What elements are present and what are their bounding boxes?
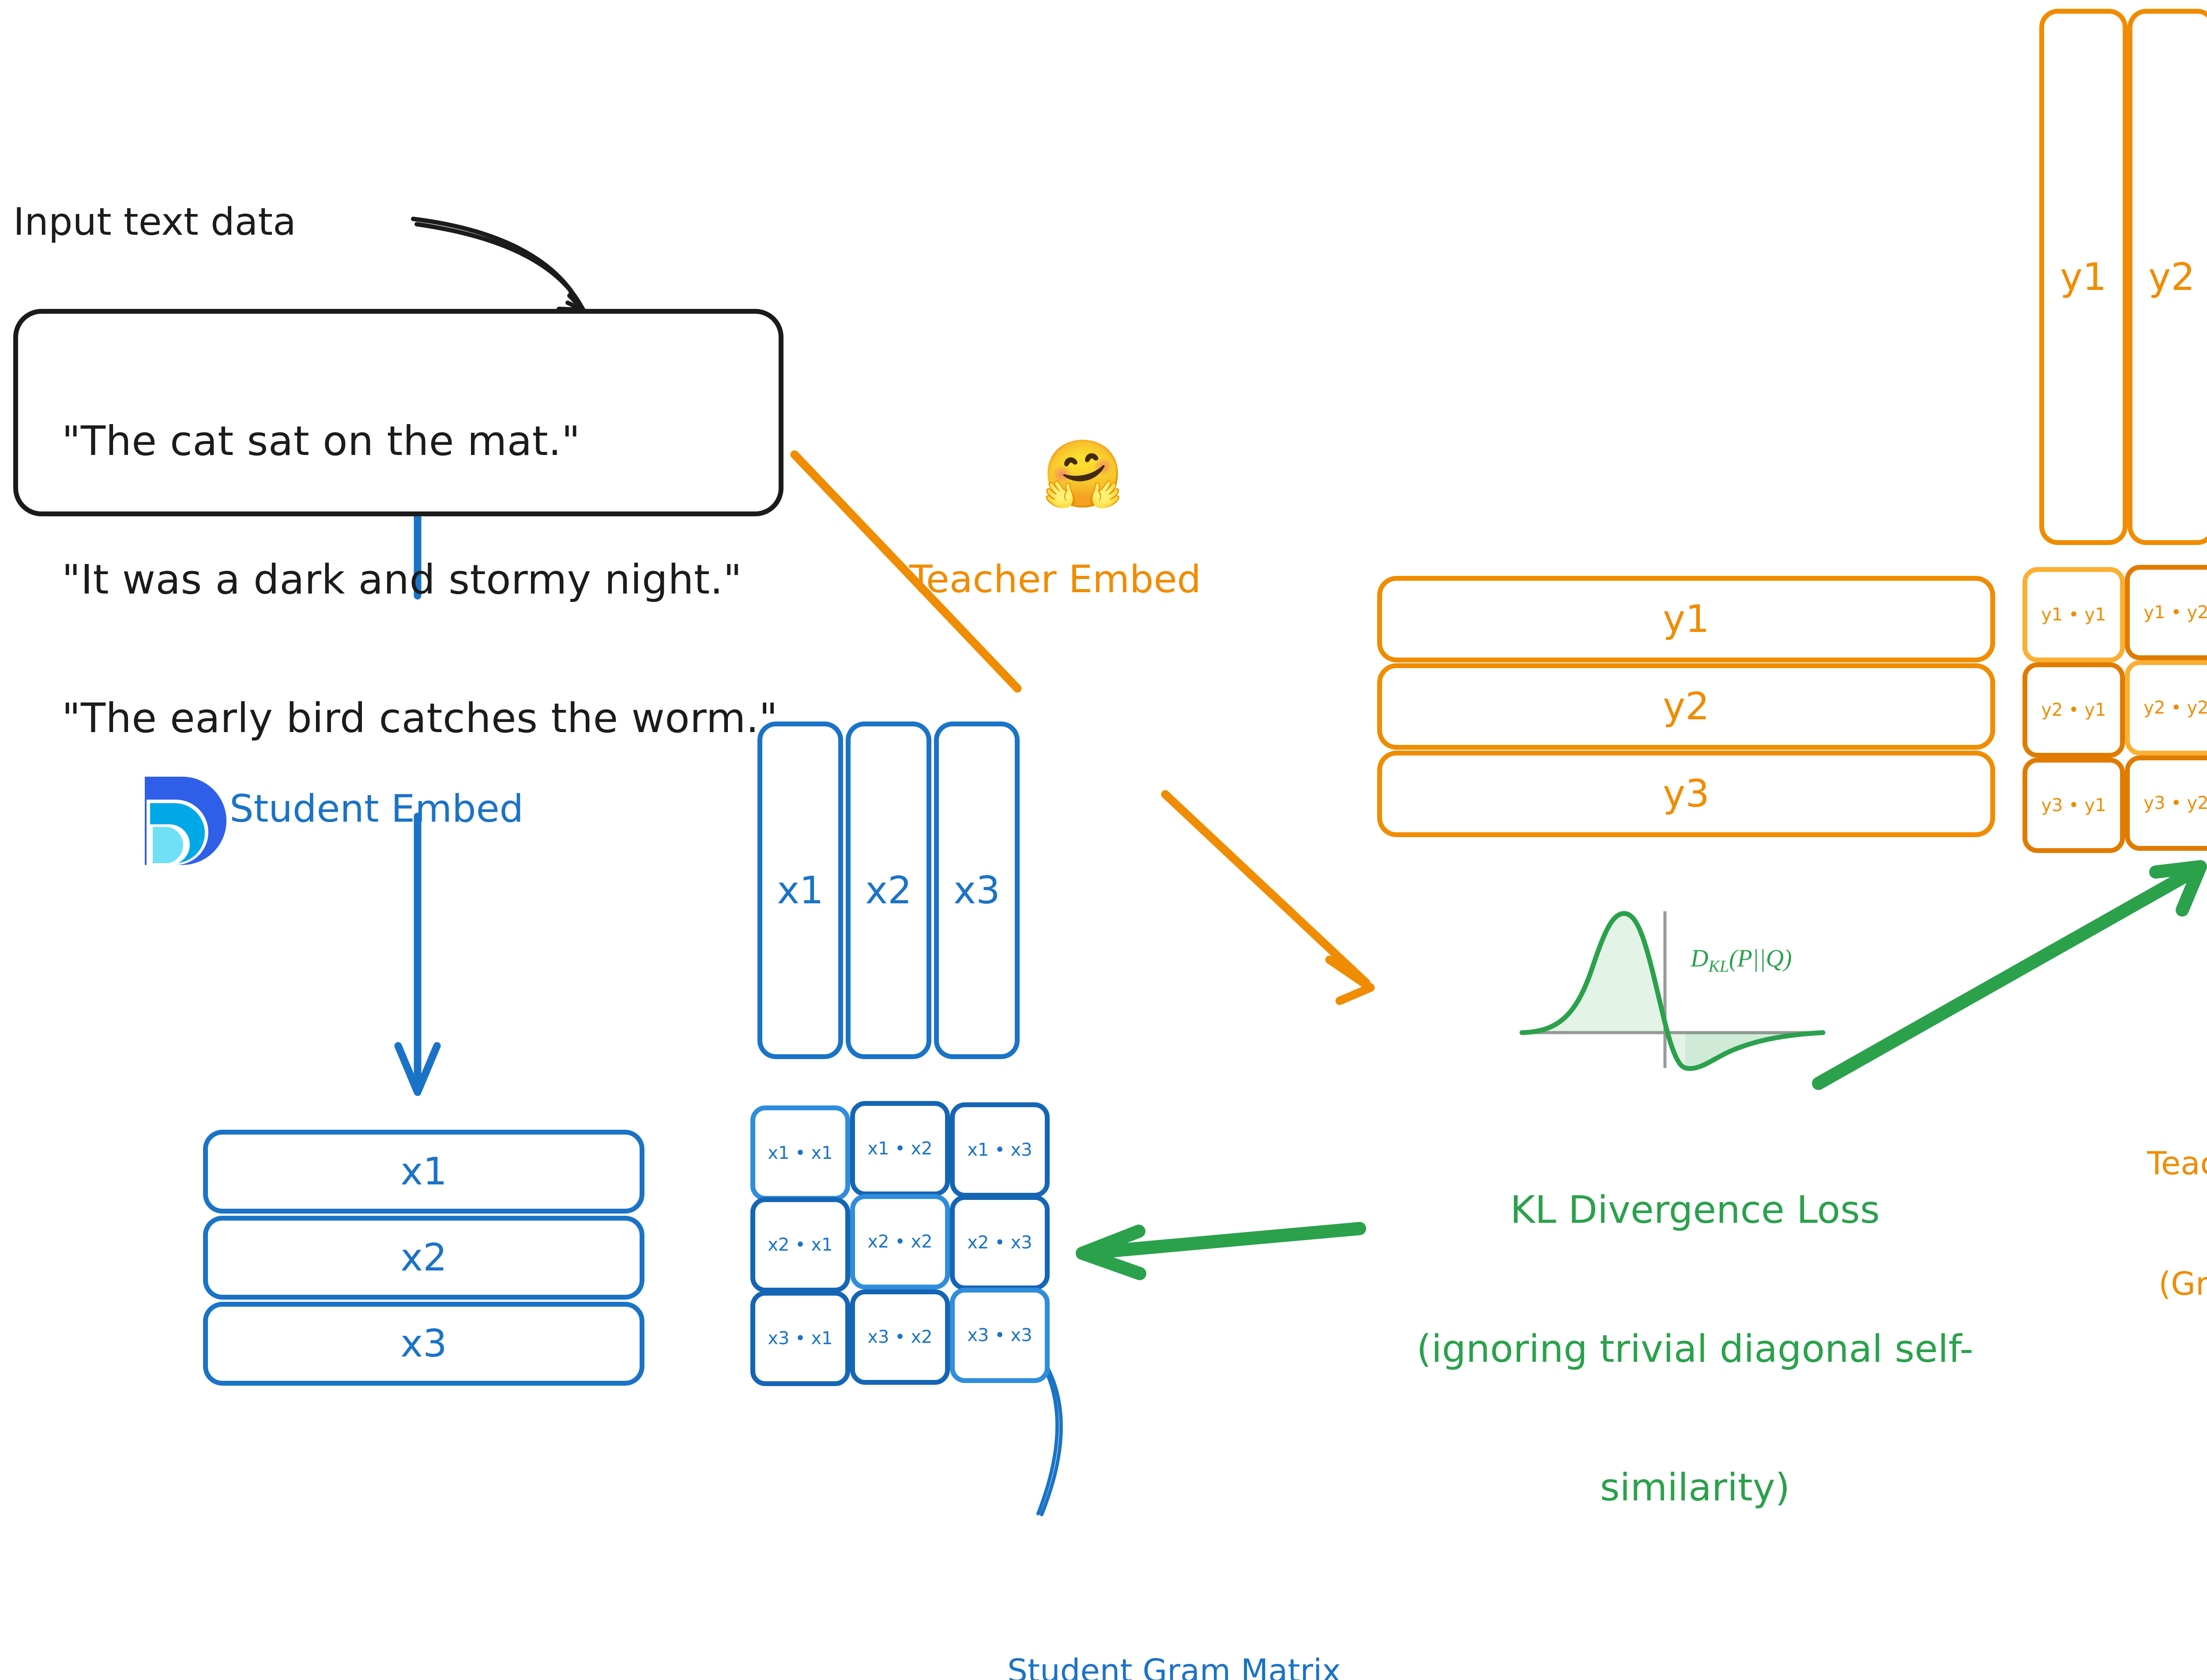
teacher-vector-pill: y2 <box>1377 663 1995 750</box>
student-gram-cell: x3 • x2 <box>850 1289 950 1385</box>
input-text-data-label: Input text data <box>13 200 296 244</box>
student-gram-cell-label: x3 • x3 <box>967 1325 1032 1346</box>
kl-divergence-loss-title: KL Divergence Loss (ignoring trivial dia… <box>1351 1094 2039 1604</box>
student-gram-cell: x1 • x2 <box>850 1101 950 1196</box>
teacher-gram-caption-line2: (Gram matrix of YT) <box>2158 1265 2207 1302</box>
teacher-gram-cell: y3 • y1 <box>2022 758 2125 853</box>
student-column-label: x2 <box>865 868 912 913</box>
input-line: "It was a dark and stormy night." <box>62 556 742 603</box>
kl-formula-tail: (P||Q) <box>1729 945 1792 972</box>
student-vector-label: x3 <box>400 1322 447 1366</box>
student-gram-cell-label: x2 • x1 <box>768 1235 833 1255</box>
teacher-gram-cell-label: y3 • y2 <box>2143 793 2207 813</box>
teacher-vector-pill: y3 <box>1377 751 1995 837</box>
student-column-vector: x3 <box>934 722 1020 1059</box>
teacher-gram-cell: y3 • y2 <box>2125 755 2207 851</box>
kl-formula-sub: KL <box>1708 957 1729 976</box>
student-vector-label: x2 <box>400 1236 447 1280</box>
student-column-vector: x1 <box>757 722 843 1059</box>
teacher-gram-caption-line1: Teacher Gram Matrix <box>2147 1145 2207 1182</box>
kl-title-line2: (ignoring trivial diagonal self- <box>1416 1327 1973 1371</box>
teacher-gram-cell: y2 • y1 <box>2022 662 2125 758</box>
student-gram-cell-label: x3 • x1 <box>768 1328 833 1349</box>
hugging-face-emoji-icon: 🤗 <box>1042 436 1124 513</box>
loss-to-student-gram-arrow <box>1076 1222 1366 1280</box>
student-column-vector: x2 <box>846 722 931 1059</box>
student-gram-cell: x3 • x1 <box>750 1291 850 1386</box>
kl-divergence-formula: DKL(P||Q) <box>1691 944 1792 976</box>
teacher-embed-label: Teacher Embed <box>909 557 1201 601</box>
teacher-column-vector: y1 <box>2039 9 2128 545</box>
student-vector-label: x1 <box>400 1150 447 1194</box>
student-gram-cell: x1 • x1 <box>750 1105 850 1201</box>
input-text-lines: "The cat sat on the mat." "It was a dark… <box>62 340 778 837</box>
teacher-vector-label: y3 <box>1663 772 1710 816</box>
teacher-gram-cell: y1 • y2 <box>2125 565 2207 660</box>
student-gram-cell: x2 • x1 <box>750 1197 850 1293</box>
input-text-box <box>13 309 783 516</box>
kl-title-line1: KL Divergence Loss <box>1510 1188 1880 1232</box>
teacher-gram-cell-label: y3 • y1 <box>2041 795 2106 816</box>
teacher-column-label: y2 <box>2148 255 2195 299</box>
kl-formula-main: D <box>1691 945 1709 972</box>
input-line: "The cat sat on the mat." <box>62 417 580 465</box>
teacher-gram-cell: y2 • y2 <box>2125 660 2207 755</box>
teacher-gram-caption: Teacher Gram Matrix (Gram matrix of YT) <box>2114 1064 2207 1384</box>
teacher-gram-cell-label: y1 • y2 <box>2143 602 2207 623</box>
student-gram-cell-label: x3 • x2 <box>867 1327 933 1347</box>
student-vector-pill: x2 <box>203 1216 644 1300</box>
student-column-label: x1 <box>777 868 824 913</box>
student-gram-cell: x1 • x3 <box>950 1102 1050 1198</box>
student-gram-cell: x2 • x3 <box>950 1195 1050 1290</box>
student-embed-label: Student Embed <box>230 787 524 831</box>
teacher-gram-cell: y1 • y1 <box>2022 567 2125 662</box>
student-vector-pill: x3 <box>203 1302 644 1386</box>
teacher-column-vector: y2 <box>2128 9 2207 545</box>
student-gram-caption: Student Gram Matrix (Gram matrix of XT) <box>953 1571 1395 1680</box>
teacher-gram-cell-label: y2 • y1 <box>2041 700 2106 720</box>
teacher-gram-cell-label: y2 • y2 <box>2143 698 2207 718</box>
teacher-gram-cell-label: y1 • y1 <box>2041 605 2106 625</box>
student-gram-cell: x2 • x2 <box>850 1194 950 1289</box>
teacher-column-label: y1 <box>2060 255 2107 299</box>
student-gram-cell-label: x2 • x2 <box>867 1232 933 1252</box>
input-label-pointer-arrow <box>411 217 586 314</box>
kl-title-line3: similarity) <box>1600 1466 1790 1510</box>
teacher-vector-pill: y1 <box>1377 576 1995 662</box>
input-line: "The early bird catches the worm." <box>62 695 778 742</box>
student-logo-icon <box>140 772 229 869</box>
teacher-vector-label: y1 <box>1663 597 1710 641</box>
student-vector-pill: x1 <box>203 1130 644 1214</box>
student-gram-caption-line1: Student Gram Matrix <box>1007 1652 1341 1680</box>
student-gram-cell-label: x1 • x1 <box>768 1143 833 1163</box>
student-gram-cell-label: x1 • x3 <box>967 1140 1032 1160</box>
teacher-vector-label: y2 <box>1663 684 1710 729</box>
student-gram-cell-label: x1 • x2 <box>867 1139 933 1159</box>
student-column-label: x3 <box>953 868 1000 913</box>
kl-divergence-curve-icon <box>1519 911 1826 1071</box>
loss-to-teacher-gram-arrow <box>1812 860 2207 1090</box>
student-gram-cell-label: x2 • x3 <box>967 1233 1032 1253</box>
student-gram-cell: x3 • x3 <box>950 1288 1050 1383</box>
